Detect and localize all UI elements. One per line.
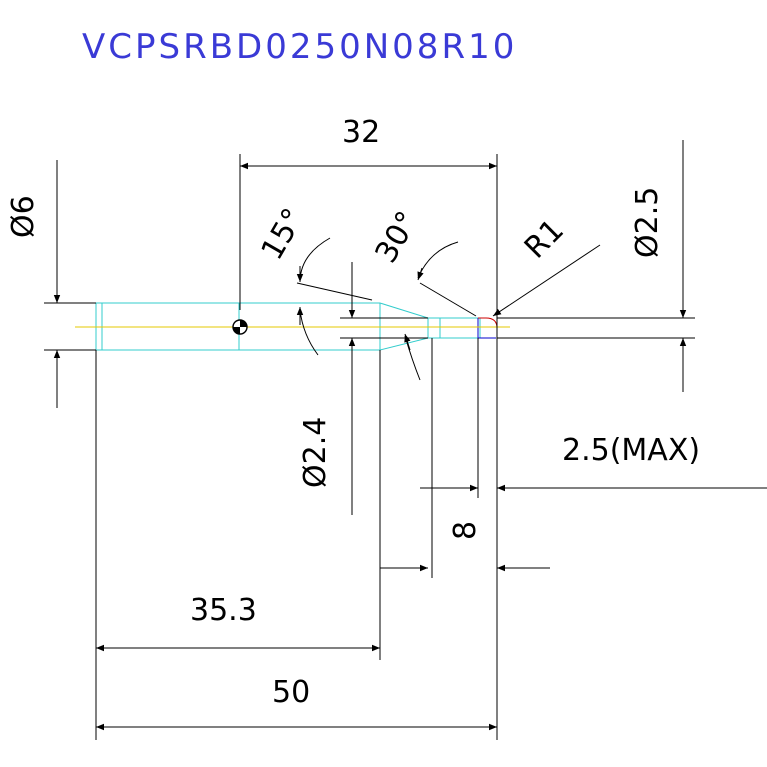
dim-corner-radius: R1	[518, 213, 571, 266]
part-number-title: VCPSRBD0250N08R10	[82, 27, 517, 67]
dim-neck-diameter: Ø2.4	[298, 417, 333, 488]
dim-shank-diameter: Ø6	[6, 195, 41, 238]
dim-tip-length: 2.5(MAX)	[562, 433, 700, 468]
dim-cut-span: 32	[342, 115, 380, 150]
dim-neck-length: 35.3	[190, 593, 257, 628]
neck-taper-outline	[239, 302, 481, 351]
cutting-edge	[477, 318, 496, 339]
flute-outline	[427, 317, 441, 339]
dim-taper-angle-2: 30°	[369, 205, 426, 269]
dim-overall-length: 50	[272, 675, 310, 710]
center-mark	[232, 319, 248, 335]
dim-flute-length: 8	[448, 521, 483, 540]
dim-taper-angle-1: 15°	[255, 202, 312, 266]
dimension-lines	[44, 140, 767, 740]
dimension-labels: 32 50 35.3 2.5(MAX) 8 Ø6 Ø2.4 Ø2.5 R1 15…	[6, 115, 700, 710]
dim-cut-diameter: Ø2.5	[630, 187, 665, 258]
